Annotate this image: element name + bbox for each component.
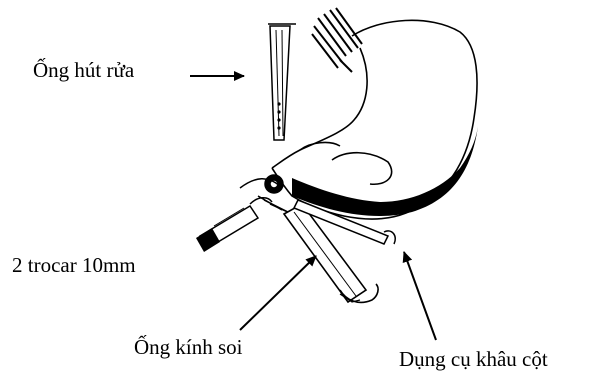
esophagus <box>312 8 362 72</box>
endoscope-tube-label: Ống kính soi <box>134 337 243 358</box>
suture-instrument-arrow <box>404 252 436 340</box>
trocar-drawing <box>196 198 272 252</box>
suction-tube-label: Ống hút rửa <box>33 60 134 81</box>
endoscope-arrow <box>240 256 316 330</box>
stomach-shading <box>292 126 478 216</box>
trocar-label: 2 trocar 10mm <box>12 255 136 276</box>
suture-instrument-label: Dụng cụ khâu cột <box>399 349 548 370</box>
suction-tube-drawing <box>268 24 296 140</box>
